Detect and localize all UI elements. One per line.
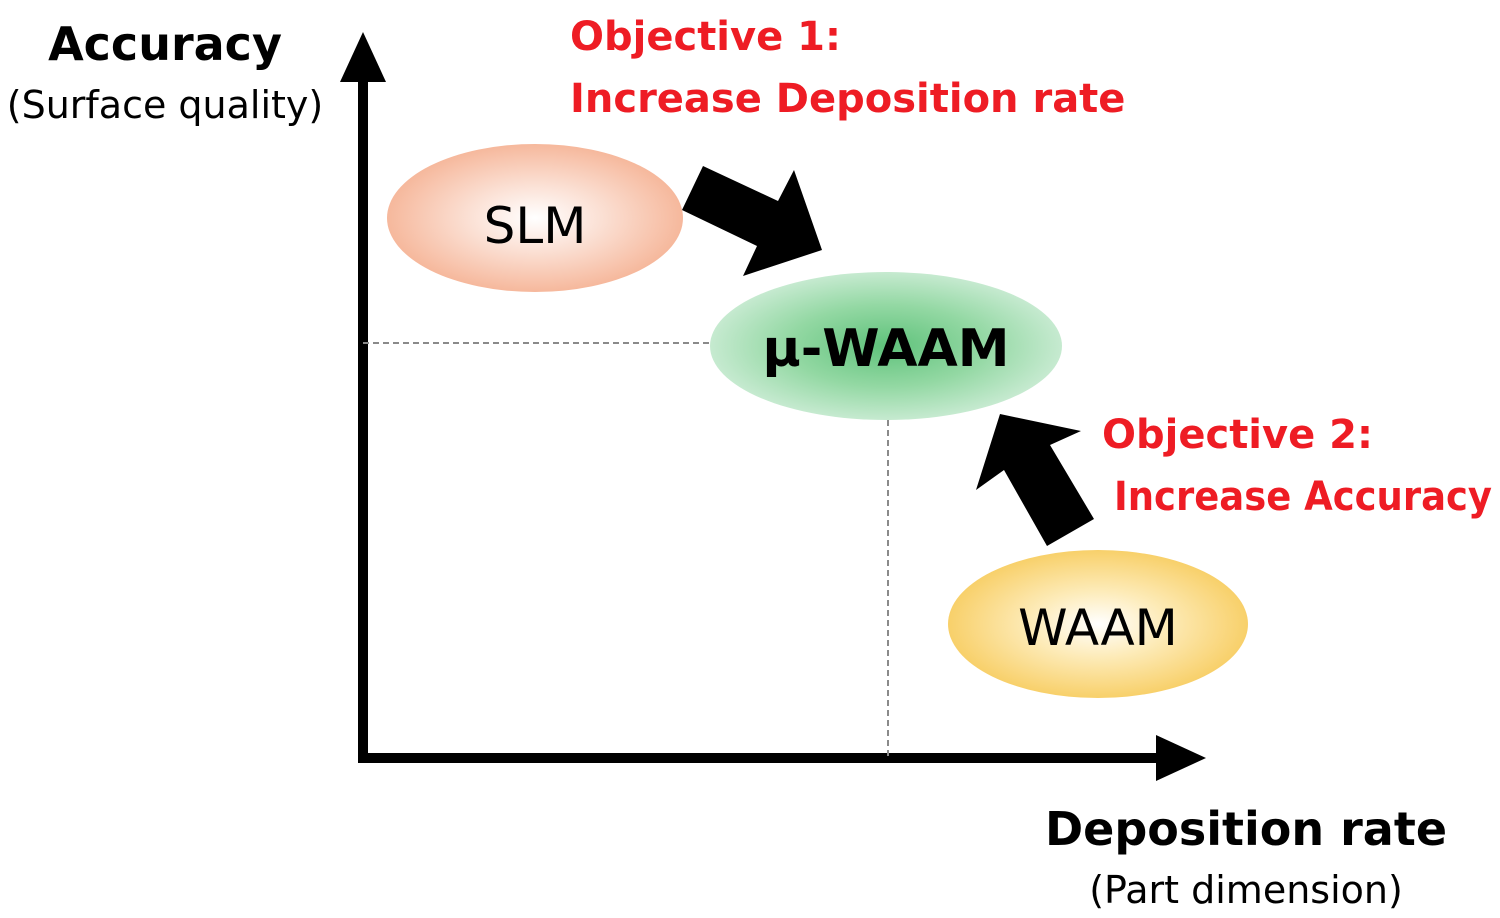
axes [340,32,1206,781]
x-axis-subtitle: (Part dimension) [1089,868,1403,912]
mu-waam-label: μ-WAAM [762,319,1009,379]
y-axis-subtitle: (Surface quality) [7,83,324,127]
y-axis-arrowhead [340,32,386,82]
objective-2-line1: Objective 2: [1102,412,1373,458]
slm-label: SLM [484,197,587,255]
objective-1-text: Objective 1: Increase Deposition rate [570,14,1125,122]
objective-1-line1: Objective 1: [570,14,841,60]
waam-ellipse [948,550,1248,698]
objective-1-arrow [682,166,822,276]
objective-1-line2: Increase Deposition rate [570,76,1125,122]
slm-node: SLM [387,144,683,292]
x-axis-title: Deposition rate [1045,802,1447,856]
waam-node: WAAM [948,550,1248,698]
waam-label: WAAM [1018,599,1178,657]
mu-waam-ellipse [710,272,1062,420]
mu-waam-node: μ-WAAM [710,272,1062,420]
y-axis-title: Accuracy [48,17,282,71]
objective-2-arrow [976,414,1094,546]
x-axis-arrowhead [1156,735,1206,781]
slm-ellipse [387,144,683,292]
objective-2-line2: Increase Accuracy [1114,474,1492,520]
objective-2-text: Objective 2: Increase Accuracy [1102,412,1492,520]
